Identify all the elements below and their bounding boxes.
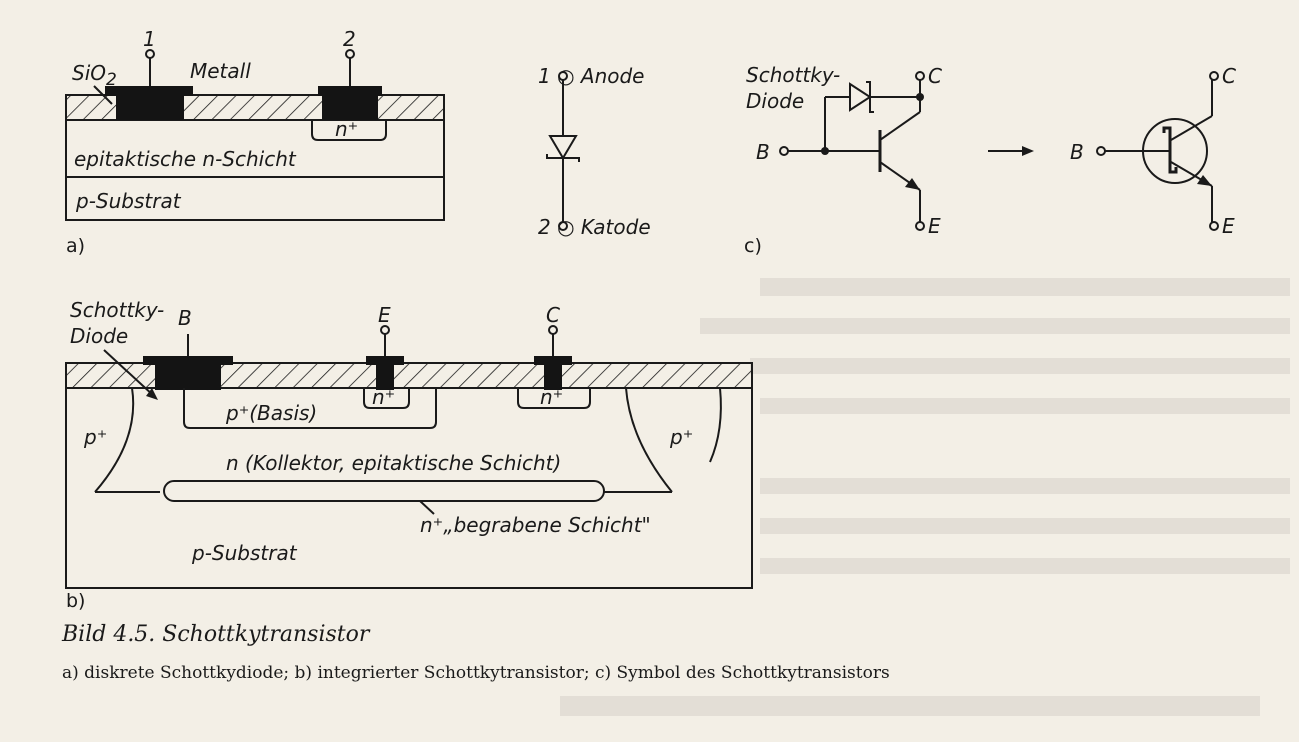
base-label-c: B — [756, 140, 770, 164]
collector-terminal-node — [915, 71, 925, 81]
schottky-base-bar — [1162, 126, 1178, 174]
emitter-label-c2: E — [1222, 214, 1235, 238]
basis-well — [183, 388, 437, 429]
kollektor-label: n (Kollektor, epitaktische Schicht) — [226, 451, 561, 475]
diode-triangle — [548, 135, 578, 160]
equivalence-arrow — [1022, 146, 1034, 156]
device-body-b — [65, 387, 753, 589]
sublabel-a: a) — [66, 235, 85, 257]
schottky-label-b-2: Diode — [70, 324, 128, 348]
anode-label: 1 ○ Anode — [538, 64, 644, 88]
metall-label: Metall — [190, 59, 251, 83]
buried-layer-label: n⁺„begrabene Schicht" — [420, 513, 651, 537]
base-terminal-node-2 — [1096, 146, 1106, 156]
emitter-arrow-2 — [1197, 175, 1212, 186]
metal-contact-2 — [318, 86, 382, 96]
figure-a-discrete-schottky-diode: 1 2 SiO2 Metall n⁺ epitaktische n-Schich… — [65, 27, 445, 257]
schottky-pointer-arrow — [146, 388, 158, 400]
metal-contact-1-plug — [116, 94, 184, 120]
schottky-label-c-1: Schottky- — [746, 63, 840, 87]
collector-n-plus-well — [517, 388, 591, 409]
emitter-contact — [376, 363, 394, 390]
figure-c-schottky-transistor-circuit: Schottky- Diode B C E — [744, 63, 1236, 257]
emitter-terminal-node-2 — [1209, 221, 1219, 231]
katode-node — [558, 221, 568, 231]
n-plus-label-a: n⁺ — [335, 117, 358, 141]
figure-caption-title: Bild 4.5. Schottkytransistor — [62, 622, 370, 647]
emitter-terminal-node — [915, 221, 925, 231]
sublabel-b: b) — [66, 590, 85, 612]
basis-label: p⁺(Basis) — [225, 401, 317, 425]
p-plus-left-label: p⁺ — [83, 425, 107, 449]
emitter-contact-cap — [366, 356, 404, 365]
sio2-label: SiO2 — [72, 61, 117, 90]
collector-terminal-node-2 — [1209, 71, 1219, 81]
p-plus-isolation-right — [625, 387, 673, 493]
base-label-c2: B — [1070, 140, 1084, 164]
sublabel-c: c) — [744, 235, 762, 257]
n-plus-collector-label: n⁺ — [540, 385, 563, 409]
collector-label-b: C — [546, 303, 560, 327]
p-plus-right-label: p⁺ — [669, 425, 693, 449]
metal-contact-2-plug — [322, 94, 378, 120]
emitter-terminal-node-b — [380, 325, 390, 335]
substrate-label-a: p-Substrat — [75, 189, 182, 213]
base-contact-cap — [143, 356, 233, 365]
collector-label-c2: C — [1222, 64, 1236, 88]
collector-contact-cap — [534, 356, 572, 365]
p-plus-isolation-left — [94, 387, 135, 493]
parallel-diode-triangle — [849, 82, 872, 112]
epi-layer-label: epitaktische n-Schicht — [74, 147, 297, 171]
collector-label-c: C — [928, 64, 942, 88]
figure-caption-text: a) diskrete Schottkydiode; b) integriert… — [62, 663, 890, 683]
figure-b-integrated-schottky-transistor: Schottky- Diode B E C n⁺ n⁺ p⁺(Basis) p⁺… — [65, 298, 753, 612]
terminal-2-node — [345, 49, 355, 59]
emitter-arrow — [905, 178, 920, 190]
schottky-label-c-2: Diode — [746, 89, 804, 113]
transistor-circle — [1142, 118, 1208, 184]
schottky-diode-symbol: 1 ○ Anode 2 ○ Katode — [538, 64, 651, 239]
n-plus-well — [311, 120, 387, 141]
bleed-through-decoration — [560, 278, 1290, 716]
collector-terminal-node-b — [548, 325, 558, 335]
n-plus-emitter-label: n⁺ — [372, 385, 395, 409]
schottky-label-b-1: Schottky- — [70, 298, 164, 322]
substrate-label-b: p-Substrat — [191, 541, 298, 565]
substrate-layer — [65, 176, 445, 221]
emitter-label-b: E — [378, 303, 391, 327]
terminal-1-label: 1 — [143, 27, 156, 51]
base-terminal-node — [779, 146, 789, 156]
base-label-b: B — [178, 306, 192, 330]
katode-label: 2 ○ Katode — [538, 215, 651, 239]
emitter-n-plus-well — [363, 388, 410, 409]
buried-layer — [163, 480, 605, 502]
base-contact — [155, 363, 221, 390]
terminal-2-label: 2 — [343, 27, 356, 51]
collector-contact — [544, 363, 562, 390]
emitter-label-c: E — [928, 214, 941, 238]
metal-contact-1 — [105, 86, 193, 96]
p-plus-isolation-right-edge — [709, 387, 722, 463]
terminal-1-node — [145, 49, 155, 59]
